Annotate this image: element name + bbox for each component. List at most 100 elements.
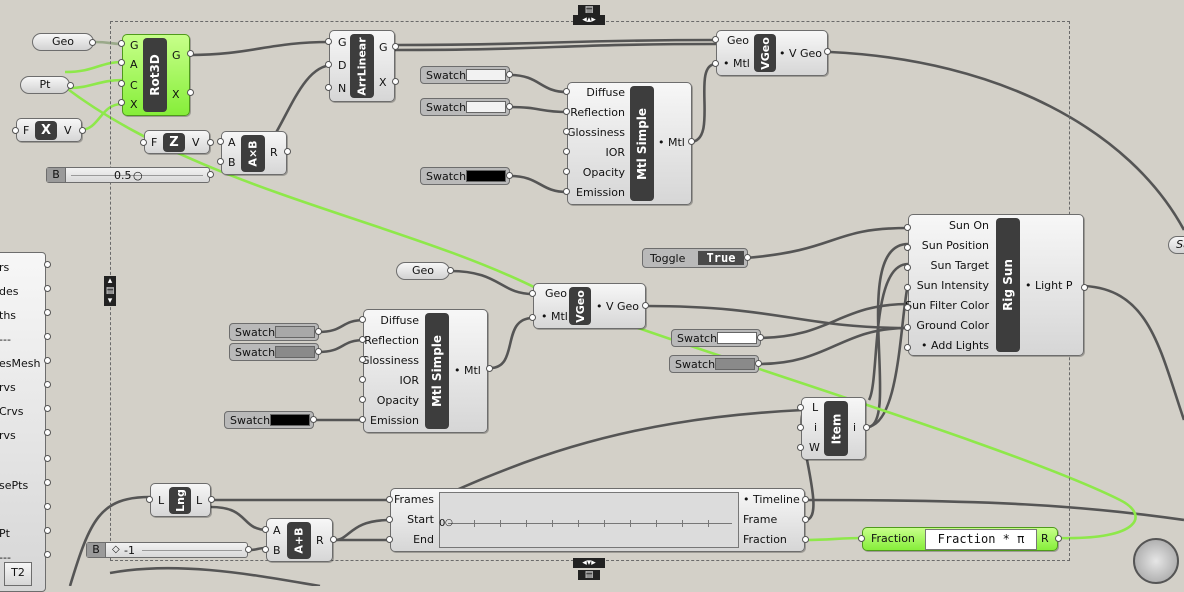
vgeo-core[interactable]: VGeo — [569, 287, 591, 325]
output-grip[interactable] — [44, 381, 51, 388]
arrlinear-input-n[interactable]: N — [338, 82, 347, 95]
output-grip[interactable] — [802, 496, 809, 503]
input-grip[interactable] — [563, 108, 570, 115]
input-grip[interactable] — [262, 526, 269, 533]
swatch-color[interactable] — [275, 326, 315, 338]
output-grip[interactable] — [744, 254, 751, 261]
output-grip[interactable] — [208, 496, 215, 503]
swatch-right-1[interactable]: Swatch — [671, 329, 761, 347]
item-output[interactable]: i — [853, 421, 857, 434]
slider-track[interactable] — [142, 550, 242, 551]
output-grip[interactable] — [315, 328, 322, 335]
number-slider-top[interactable]: B 0.5 ○ — [46, 167, 210, 183]
list-item-component[interactable]: L i W Item i — [801, 397, 866, 460]
output-grip[interactable] — [187, 50, 194, 57]
input-grip[interactable] — [386, 496, 393, 503]
slider-thumb-icon[interactable]: ○ — [133, 169, 143, 182]
arrlinear-core[interactable]: ArrLinear — [350, 34, 374, 98]
fx-input[interactable]: F — [23, 124, 30, 137]
aplusb-input-b[interactable]: B — [273, 544, 281, 557]
input-grip[interactable] — [118, 99, 125, 106]
left-panel-component[interactable]: rs des ths --- esMesh rvs Crvs rvs sePts… — [0, 252, 46, 592]
item-input-w[interactable]: W — [809, 441, 820, 454]
input-grip[interactable] — [712, 36, 719, 43]
output-grip[interactable] — [44, 309, 51, 316]
output-grip[interactable] — [447, 267, 454, 274]
fz-output[interactable]: V — [192, 136, 200, 149]
output-grip[interactable] — [506, 71, 513, 78]
timeline-output-fraction[interactable]: Fraction — [743, 533, 787, 546]
arrlinear-input-d[interactable]: D — [338, 59, 347, 72]
group-handle-bottom-icon[interactable]: ▤ — [578, 570, 600, 580]
expression-component[interactable]: Fraction Fraction * π R — [862, 527, 1058, 551]
expression-text[interactable]: Fraction * π — [925, 529, 1037, 550]
vgeo-input-geo[interactable]: Geo — [727, 34, 750, 47]
timeline-cursor-icon[interactable]: ○ — [445, 518, 453, 528]
output-grip[interactable] — [1081, 284, 1088, 291]
input-grip[interactable] — [359, 416, 366, 423]
timeline-input-end[interactable]: End — [413, 533, 434, 546]
expression-output[interactable]: R — [1041, 532, 1049, 545]
input-grip[interactable] — [904, 284, 911, 291]
output-grip[interactable] — [245, 546, 252, 553]
output-grip[interactable] — [284, 148, 291, 155]
axb-input-a[interactable]: A — [228, 136, 236, 149]
axb-output-r[interactable]: R — [270, 146, 278, 159]
output-grip[interactable] — [310, 416, 317, 423]
input-grip[interactable] — [12, 127, 19, 134]
vgeo-input-mtl[interactable]: • Mtl — [723, 57, 750, 70]
rig-sun-component[interactable]: Sun On Sun Position Sun Target Sun Inten… — [905, 214, 1084, 356]
fz-core[interactable]: Z — [163, 133, 185, 152]
input-grip[interactable] — [359, 376, 366, 383]
arrlinear-input-g[interactable]: G — [338, 36, 347, 49]
input-grip[interactable] — [359, 356, 366, 363]
swatch-mid-3[interactable]: Swatch — [224, 411, 314, 429]
vgeo-core[interactable]: VGeo — [754, 34, 776, 72]
expression-input[interactable]: Fraction — [871, 532, 915, 545]
number-slider-bottom[interactable]: B ◇ -1 — [86, 542, 248, 558]
rot3d-core[interactable]: Rot3D — [143, 38, 167, 112]
input-grip[interactable] — [359, 316, 366, 323]
input-grip[interactable] — [217, 158, 224, 165]
output-grip[interactable] — [802, 536, 809, 543]
output-grip[interactable] — [44, 333, 51, 340]
vgeo-output[interactable]: • V Geo — [779, 47, 823, 60]
aplusb-output[interactable]: R — [316, 534, 324, 547]
input-grip[interactable] — [386, 516, 393, 523]
rig-sun-input-sun-position[interactable]: Sun Position — [921, 239, 989, 252]
timeline-graph[interactable]: 0 ○ — [439, 492, 739, 548]
timeline-component[interactable]: Frames Start End 0 ○ • Timeline Frame Fr… — [390, 488, 805, 552]
slider-thumb-icon[interactable]: ◇ — [112, 544, 120, 555]
slider-track[interactable] — [71, 175, 203, 176]
output-grip[interactable] — [44, 479, 51, 486]
swatch-color[interactable] — [466, 101, 506, 113]
mtl-input-emission[interactable]: Emission — [370, 414, 419, 427]
output-grip[interactable] — [392, 78, 399, 85]
output-grip[interactable] — [824, 48, 831, 55]
output-grip[interactable] — [207, 171, 214, 178]
rot3d-output-g[interactable]: G — [172, 49, 181, 62]
mtl-input-glossiness[interactable]: Glossiness — [360, 354, 419, 367]
swatch-color[interactable] — [466, 170, 506, 182]
output-grip[interactable] — [207, 139, 214, 146]
fx-output[interactable]: V — [64, 124, 72, 137]
input-grip[interactable] — [563, 188, 570, 195]
group-arrows-top-icon[interactable]: ◂▴▸ — [573, 15, 605, 25]
item-input-l[interactable]: L — [812, 401, 819, 414]
input-grip[interactable] — [529, 290, 536, 297]
addition-component[interactable]: A B A+B R — [266, 518, 333, 562]
input-grip[interactable] — [386, 536, 393, 543]
swatch-color[interactable] — [275, 346, 315, 358]
output-grip[interactable] — [44, 285, 51, 292]
input-grip[interactable] — [904, 304, 911, 311]
rot3d-output-x[interactable]: X — [172, 88, 180, 101]
list-length-component[interactable]: L Lng L — [150, 483, 211, 517]
axb-input-b[interactable]: B — [228, 156, 236, 169]
rot3d-input-c[interactable]: C — [130, 79, 138, 92]
input-grip[interactable] — [797, 404, 804, 411]
timeline-input-start[interactable]: Start — [407, 513, 434, 526]
rig-sun-input-sun-on[interactable]: Sun On — [948, 219, 989, 232]
arrlinear-output-g[interactable]: G — [379, 41, 388, 54]
rig-sun-core[interactable]: Rig Sun — [996, 218, 1020, 352]
input-grip[interactable] — [140, 139, 147, 146]
